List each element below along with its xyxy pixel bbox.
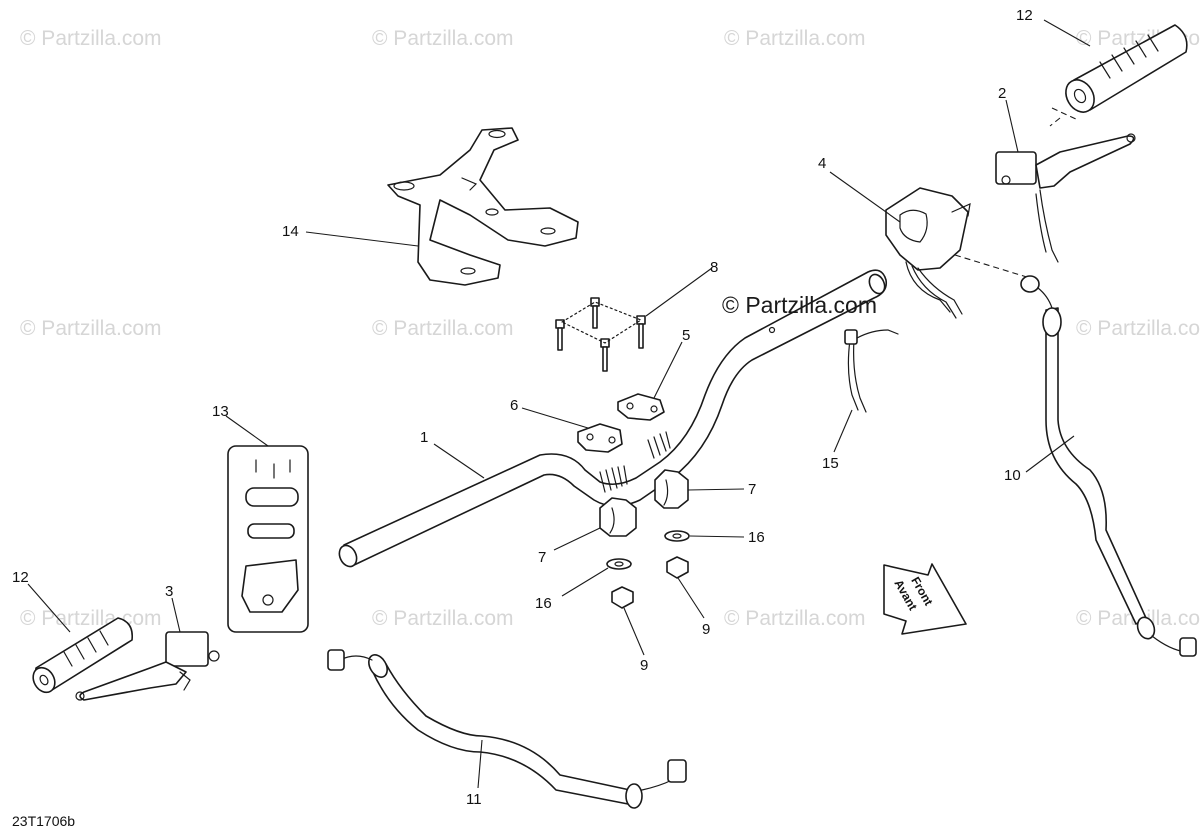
callout-9-left: 9 <box>640 657 648 674</box>
riser-7-left <box>599 497 637 537</box>
callout-4: 4 <box>818 155 826 172</box>
callout-15: 15 <box>822 455 839 472</box>
upper-clamp-6 <box>577 423 623 453</box>
callout-16-right: 16 <box>748 529 765 546</box>
callout-12-left: 12 <box>12 569 29 586</box>
assembly-guide-line <box>1049 107 1079 127</box>
callout-9-right: 9 <box>702 621 710 638</box>
nut-9-right <box>666 556 689 579</box>
watermark: © Partzilla.com <box>1076 317 1200 340</box>
watermark: © Partzilla.com <box>372 317 514 340</box>
cable-10 <box>1020 275 1197 657</box>
watermark: © Partzilla.com <box>724 27 866 50</box>
cable-11 <box>327 649 687 809</box>
riser-7-right <box>654 469 689 509</box>
callout-16-left: 16 <box>535 595 552 612</box>
callout-14: 14 <box>282 223 299 240</box>
callout-3: 3 <box>165 583 173 600</box>
handlebar <box>338 269 888 568</box>
bolt <box>636 315 646 349</box>
bracket <box>387 127 579 286</box>
brake-lever-2 <box>995 133 1136 263</box>
washer-16-left <box>606 558 632 570</box>
assembly-guide-line <box>954 254 1031 279</box>
callout-8: 8 <box>710 259 718 276</box>
bolt <box>555 319 565 351</box>
watermark: © Partzilla.com <box>20 607 162 630</box>
watermark: © Partzilla.com <box>20 27 162 50</box>
callout-1: 1 <box>420 429 428 446</box>
brake-lever-3 <box>75 631 220 701</box>
washer-16-right <box>664 530 690 542</box>
master-cylinder-kit <box>227 445 309 633</box>
watermark: © Partzilla.com <box>20 317 162 340</box>
diagram-code: 23T1706b <box>12 813 75 829</box>
bolts <box>555 297 646 372</box>
switch-housing-4 <box>885 187 971 319</box>
leader-lines <box>27 19 1091 789</box>
callout-11: 11 <box>466 791 482 808</box>
callout-7-left: 7 <box>538 549 546 566</box>
callout-7-right: 7 <box>748 481 756 498</box>
front-direction-arrow: Front Avant <box>883 563 967 635</box>
grip-12-left <box>32 617 134 694</box>
bolt <box>600 338 610 372</box>
bolt <box>590 297 600 329</box>
callouts: 1 2 3 4 5 6 7 7 8 9 9 10 11 12 12 13 14 … <box>12 7 1033 808</box>
callout-12-right: 12 <box>1016 7 1033 24</box>
callout-2: 2 <box>998 85 1006 102</box>
watermark: © Partzilla.com <box>372 27 514 50</box>
grip-12-right <box>1065 24 1188 113</box>
wire-harness-15 <box>844 329 899 413</box>
upper-clamp-5 <box>617 393 665 421</box>
watermark: © Partzilla.com <box>372 607 514 630</box>
callout-6: 6 <box>510 397 518 414</box>
callout-10: 10 <box>1004 467 1021 484</box>
watermark-layer: © Partzilla.com © Partzilla.com © Partzi… <box>20 27 1200 630</box>
nut-9-left <box>611 586 634 609</box>
center-watermark: © Partzilla.com <box>722 292 877 318</box>
watermark: © Partzilla.com <box>724 607 866 630</box>
callout-13: 13 <box>212 403 229 420</box>
callout-5: 5 <box>682 327 690 344</box>
